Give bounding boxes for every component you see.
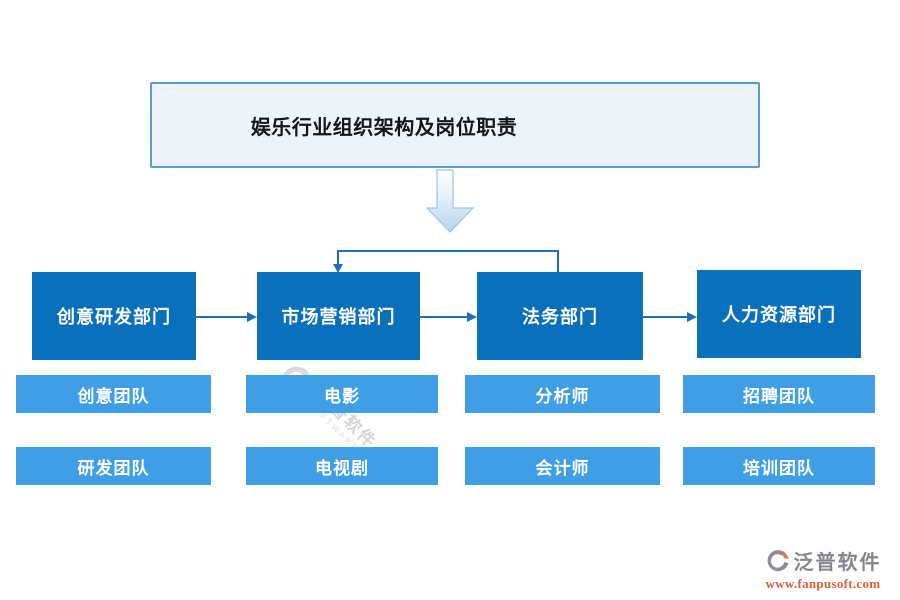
- dept-marketing: 市场营销部门: [257, 272, 420, 360]
- team-training: 培训团队: [683, 447, 875, 485]
- team-label: 电视剧: [315, 458, 369, 478]
- page-title: 娱乐行业组织架构及岗位职责: [250, 116, 518, 139]
- title-box: 娱乐行业组织架构及岗位职责: [150, 82, 760, 168]
- team-label: 会计师: [535, 458, 590, 478]
- dept-label: 人力资源部门: [722, 305, 836, 325]
- team-label: 分析师: [535, 386, 590, 406]
- team-label: 招聘团队: [743, 386, 815, 406]
- dept-flow-arrowheads: [247, 312, 697, 322]
- team-rd: 研发团队: [16, 447, 211, 485]
- fanpu-logo-icon: [767, 549, 789, 571]
- team-recruiting: 招聘团队: [683, 375, 875, 413]
- team-tv-drama: 电视剧: [246, 447, 438, 485]
- team-label: 培训团队: [743, 458, 815, 478]
- dept-hr: 人力资源部门: [697, 270, 861, 358]
- team-creative: 创意团队: [16, 375, 211, 413]
- dept-label: 市场营销部门: [281, 307, 396, 327]
- team-analyst: 分析师: [465, 375, 660, 413]
- team-accountant: 会计师: [465, 447, 660, 485]
- brand-website: www.fanpusoft.com: [765, 576, 881, 591]
- team-movie: 电影: [246, 375, 438, 413]
- down-arrowhead: [333, 264, 343, 273]
- dept-label: 法务部门: [522, 307, 598, 327]
- brand-name: 泛普软件: [793, 552, 882, 574]
- dept-creative-rd: 创意研发部门: [32, 272, 196, 360]
- bracket-connector: [337, 250, 559, 272]
- dept-legal: 法务部门: [477, 272, 643, 360]
- team-label: 创意团队: [77, 386, 150, 406]
- footer-logo: 泛普软件 www.fanpusoft.com: [760, 546, 886, 592]
- team-label: 电影: [324, 386, 360, 406]
- down-arrow-icon: [425, 169, 475, 233]
- team-label: 研发团队: [77, 458, 150, 478]
- dept-label: 创意研发部门: [57, 307, 171, 327]
